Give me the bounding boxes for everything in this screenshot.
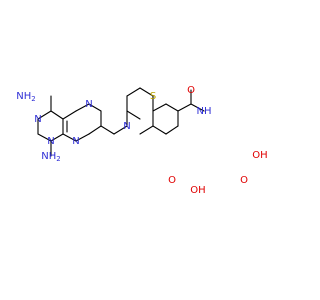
bond <box>139 87 154 97</box>
chemical-structure-diagram: NH2 N N N N NH2 N S O NH OH O OH O <box>16 85 267 196</box>
amide-nh: NH <box>197 106 212 117</box>
amino-group-top: NH2 <box>16 91 35 103</box>
bond <box>75 103 90 112</box>
pteridine-n8: N <box>85 99 92 110</box>
ring-sulfur: S <box>150 91 156 102</box>
bond <box>37 133 52 142</box>
pteridine-n1: N <box>34 114 41 125</box>
bond <box>126 87 141 97</box>
bond <box>50 133 64 142</box>
bond <box>62 110 77 120</box>
bond <box>152 125 167 135</box>
carboxylic-o-bottom: O <box>168 175 176 186</box>
bond <box>177 103 192 112</box>
bond <box>75 133 90 142</box>
bond <box>100 125 115 135</box>
bond <box>88 103 102 112</box>
ring-nitrogen: N <box>123 121 130 132</box>
bonds <box>37 87 205 157</box>
carboxylic-oh-bottom: OH <box>190 185 205 196</box>
amino-group-bottom: NH2 <box>41 151 60 163</box>
bond <box>139 125 154 135</box>
carboxylic-oh-top: OH <box>252 150 267 161</box>
bond <box>50 110 64 120</box>
bond <box>126 110 141 120</box>
pteridine-n5: N <box>72 136 79 147</box>
bond <box>37 110 52 120</box>
pteridine-n3: N <box>47 136 54 147</box>
bond <box>165 125 179 135</box>
carboxylic-o-top: O <box>240 175 248 186</box>
bond <box>165 103 179 112</box>
bond <box>113 125 128 135</box>
bond <box>190 103 205 112</box>
bond <box>62 133 77 142</box>
amide-oxygen: O <box>187 85 195 96</box>
atom-labels: NH2 N N N N NH2 N S O NH OH O OH O <box>16 85 267 196</box>
bond <box>88 125 102 135</box>
bond <box>152 103 167 112</box>
